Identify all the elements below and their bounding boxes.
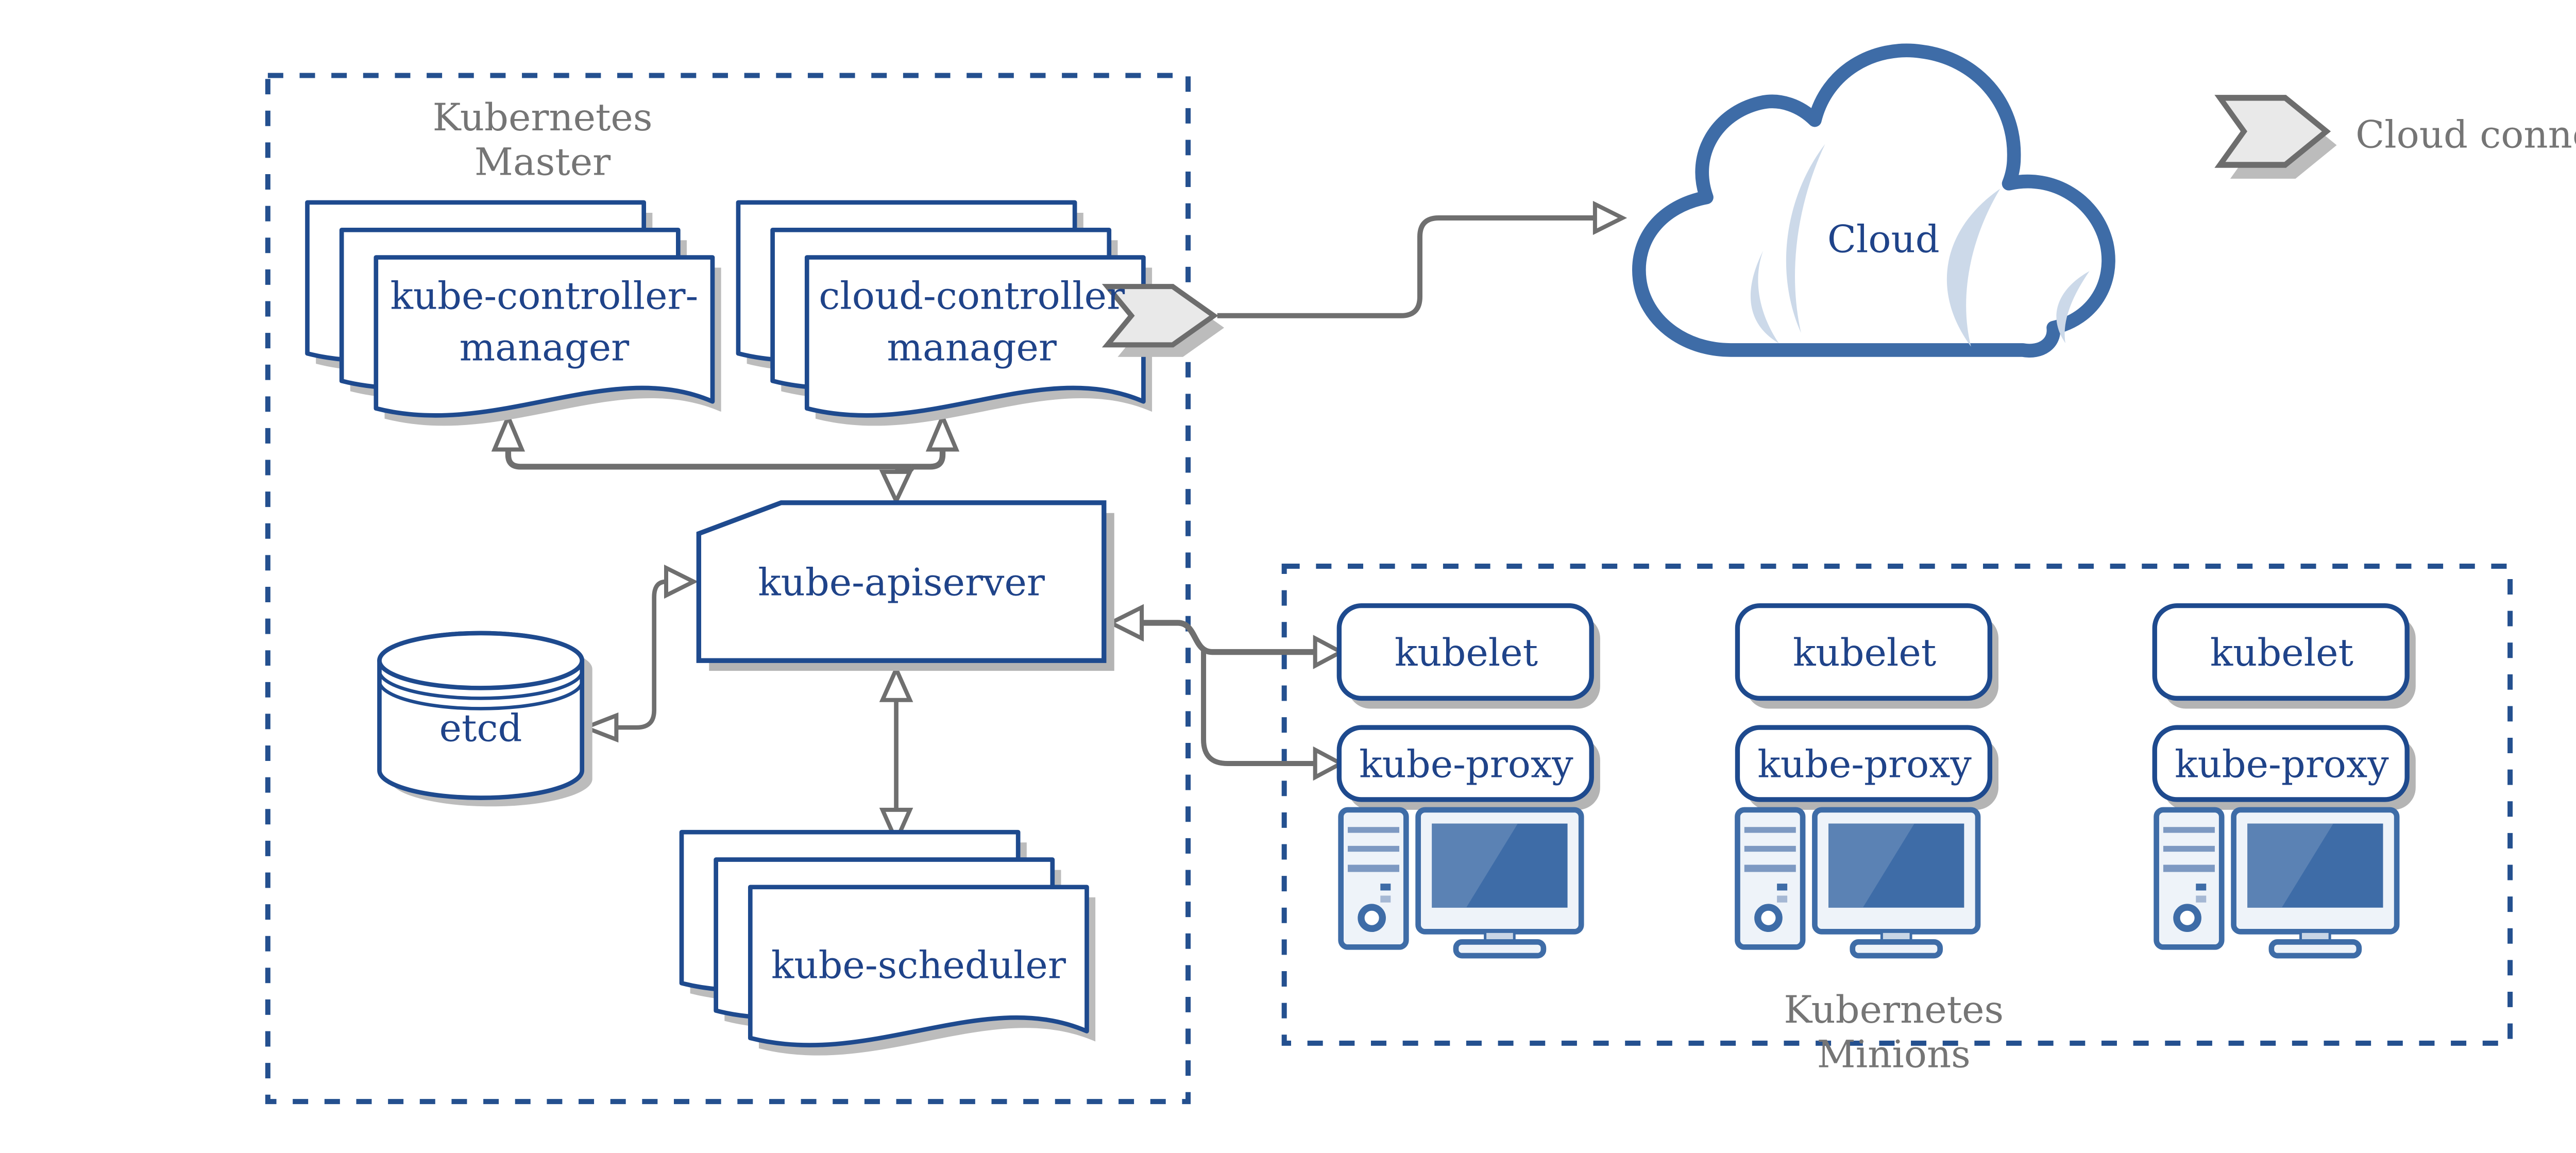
apiserver-minions-connector: [1106, 604, 1346, 781]
kube-scheduler-label: kube-scheduler: [771, 943, 1066, 987]
kube-proxy-box-3: [2152, 725, 2410, 802]
kubelet-box-2: [1735, 603, 1993, 701]
kubernetes-master-boundary: [265, 73, 1191, 1105]
kube-apiserver-node: [696, 500, 1114, 671]
arrowhead-right-cloud: [1592, 200, 1628, 235]
computer-icon: [2157, 810, 2397, 956]
kube-proxy-box-2: [1735, 725, 1993, 802]
etcd-node: [377, 631, 592, 807]
minion-node-3: [2152, 603, 2416, 956]
kube-proxy-label-2: kube-proxy: [1757, 743, 1972, 787]
cloud-highlight: [2056, 271, 2090, 344]
kubernetes-minions-boundary: [1281, 564, 2513, 1046]
cloud-controller-manager-label-line1: cloud-controller: [819, 274, 1125, 318]
computer-icon: [1341, 810, 1582, 956]
cloud-label: Cloud: [1827, 218, 1940, 262]
arrowhead-left-etcd: [580, 712, 619, 743]
apiserver-etcd-connector: [580, 564, 699, 743]
kubelet-box-3: [2152, 603, 2410, 701]
arrowhead-up-apiserver: [879, 664, 913, 702]
arrowhead-right-kubelet: [1313, 635, 1346, 669]
apiserver-scheduler-connector: [879, 664, 913, 846]
arrowhead-right-kube-proxy: [1313, 746, 1346, 781]
cloud-highlight: [1946, 189, 2001, 347]
kubelet-box-1: [1336, 603, 1594, 701]
controllers-to-apiserver-connector: [491, 411, 960, 506]
kubelet-label-3: kubelet: [2210, 631, 2353, 675]
kubelet-label-1: kubelet: [1395, 631, 1538, 675]
kube-proxy-label-3: kube-proxy: [2175, 743, 2389, 787]
cloud-shape: [1632, 43, 2115, 358]
kubelet-label-2: kubelet: [1793, 631, 1936, 675]
arrowhead-up-kube-controller: [491, 411, 526, 452]
cloud-highlight: [1786, 144, 1825, 333]
legend-cloud-connector-icon: [2220, 98, 2337, 179]
arrowhead-down-scheduler: [879, 807, 913, 846]
minions-title-line2: Minions: [1817, 1033, 1971, 1077]
kube-controller-manager-label-line1: kube-controller-: [390, 274, 698, 318]
cloud-controller-to-cloud-connector: [1217, 200, 1628, 318]
kube-apiserver-label: kube-apiserver: [758, 561, 1045, 605]
etcd-label: etcd: [439, 707, 522, 751]
cloud-controller-manager-label-line2: manager: [887, 326, 1057, 369]
computer-icon: [1737, 810, 1978, 956]
arrowhead-down-apiserver: [879, 469, 913, 506]
cloud-highlight: [1750, 250, 1779, 344]
minion-node-2: [1735, 603, 1998, 956]
legend-cloud-connector-label: Cloud connector: [2355, 113, 2576, 157]
master-title-line2: Master: [474, 141, 611, 184]
kube-proxy-box-1: [1336, 725, 1594, 802]
arrowhead-left-apiserver: [1106, 604, 1144, 642]
minions-title-line1: Kubernetes: [1784, 988, 2004, 1032]
master-title-line1: Kubernetes: [433, 96, 653, 140]
arrowhead-right-apiserver: [664, 564, 699, 599]
kube-proxy-label-1: kube-proxy: [1359, 743, 1573, 787]
minion-node-1: [1336, 603, 1600, 956]
arrowhead-up-cloud-controller: [925, 411, 960, 452]
kube-controller-manager-label-line2: manager: [460, 326, 630, 369]
cloud-connector-icon: [1107, 286, 1224, 357]
